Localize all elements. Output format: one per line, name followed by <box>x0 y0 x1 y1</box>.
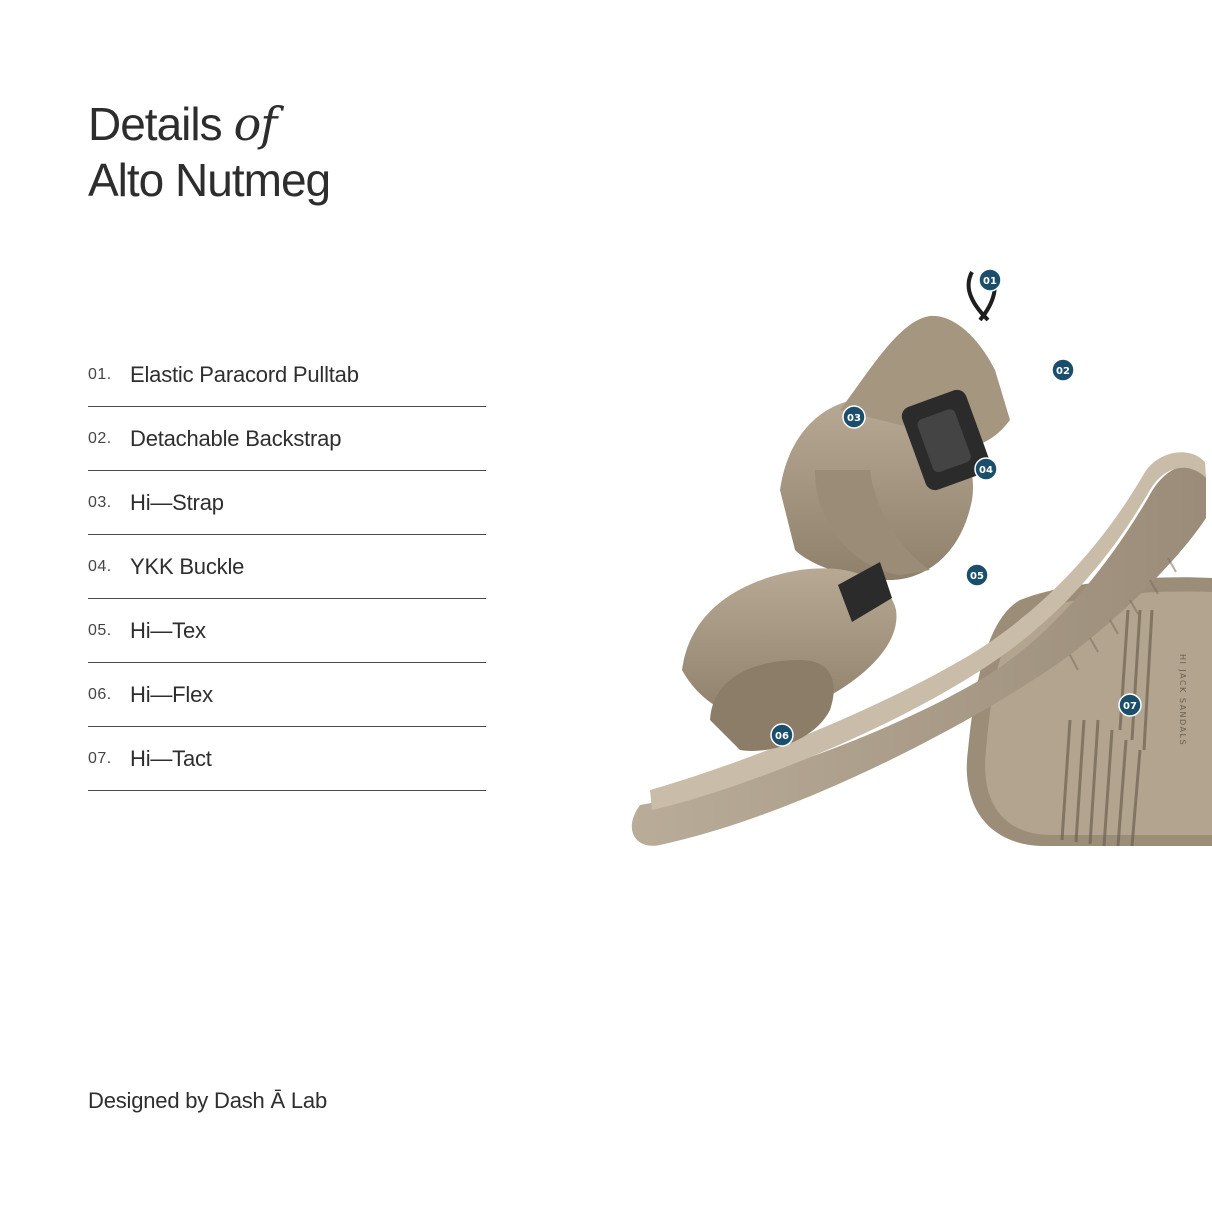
hotspot-07[interactable]: 07 <box>1118 693 1142 717</box>
sandal-illustration: HI JACK SANDALS <box>631 268 1212 847</box>
hotspot-05[interactable]: 05 <box>965 563 989 587</box>
hotspot-02[interactable]: 02 <box>1051 358 1075 382</box>
feature-item-hi-tact[interactable]: 07. Hi—Tact <box>88 727 486 791</box>
feature-number: 01. <box>88 365 112 383</box>
feature-label: YKK Buckle <box>130 553 245 579</box>
hotspot-label: 04 <box>979 465 993 476</box>
hotspot-03[interactable]: 03 <box>842 405 866 429</box>
title-product-name: Alto Nutmeg <box>88 154 331 206</box>
main-sandal-sole <box>631 452 1206 846</box>
hotspot-label: 03 <box>847 413 861 424</box>
hotspot-06[interactable]: 06 <box>770 723 794 747</box>
feature-list: 01. Elastic Paracord Pulltab 02. Detacha… <box>88 343 486 791</box>
feature-item-detachable-backstrap[interactable]: 02. Detachable Backstrap <box>88 407 486 471</box>
sandal-straps <box>682 271 1010 751</box>
feature-number: 03. <box>88 493 112 511</box>
sole-brand-text: HI JACK SANDALS <box>1178 654 1187 746</box>
designer-credit: Designed by Dash Ā Lab <box>88 1088 327 1113</box>
feature-item-hi-tex[interactable]: 05. Hi—Tex <box>88 599 486 663</box>
feature-label: Elastic Paracord Pulltab <box>130 361 359 387</box>
feature-item-ykk-buckle[interactable]: 04. YKK Buckle <box>88 535 486 599</box>
feature-item-hi-strap[interactable]: 03. Hi—Strap <box>88 471 486 535</box>
feature-number: 05. <box>88 621 112 639</box>
hotspot-label: 06 <box>775 731 789 742</box>
feature-label: Hi—Tex <box>130 617 206 643</box>
feature-label: Hi—Tact <box>130 745 212 771</box>
hotspot-label: 05 <box>970 571 984 582</box>
product-image: HI JACK SANDALS <box>600 250 1212 860</box>
feature-number: 04. <box>88 557 112 575</box>
hotspot-label: 01 <box>983 276 997 287</box>
feature-number: 02. <box>88 429 112 447</box>
hotspot-label: 07 <box>1123 701 1137 712</box>
feature-label: Hi—Strap <box>130 489 224 515</box>
hotspot-04[interactable]: 04 <box>974 457 998 481</box>
title-details: Details <box>88 98 223 150</box>
feature-item-elastic-paracord-pulltab[interactable]: 01. Elastic Paracord Pulltab <box>88 343 486 407</box>
feature-item-hi-flex[interactable]: 06. Hi—Flex <box>88 663 486 727</box>
title-of: of <box>233 97 278 151</box>
hotspot-label: 02 <box>1056 366 1070 377</box>
feature-number: 06. <box>88 685 112 703</box>
feature-label: Detachable Backstrap <box>130 425 342 451</box>
feature-number: 07. <box>88 749 112 767</box>
feature-label: Hi—Flex <box>130 681 213 707</box>
hotspot-01[interactable]: 01 <box>978 268 1002 292</box>
